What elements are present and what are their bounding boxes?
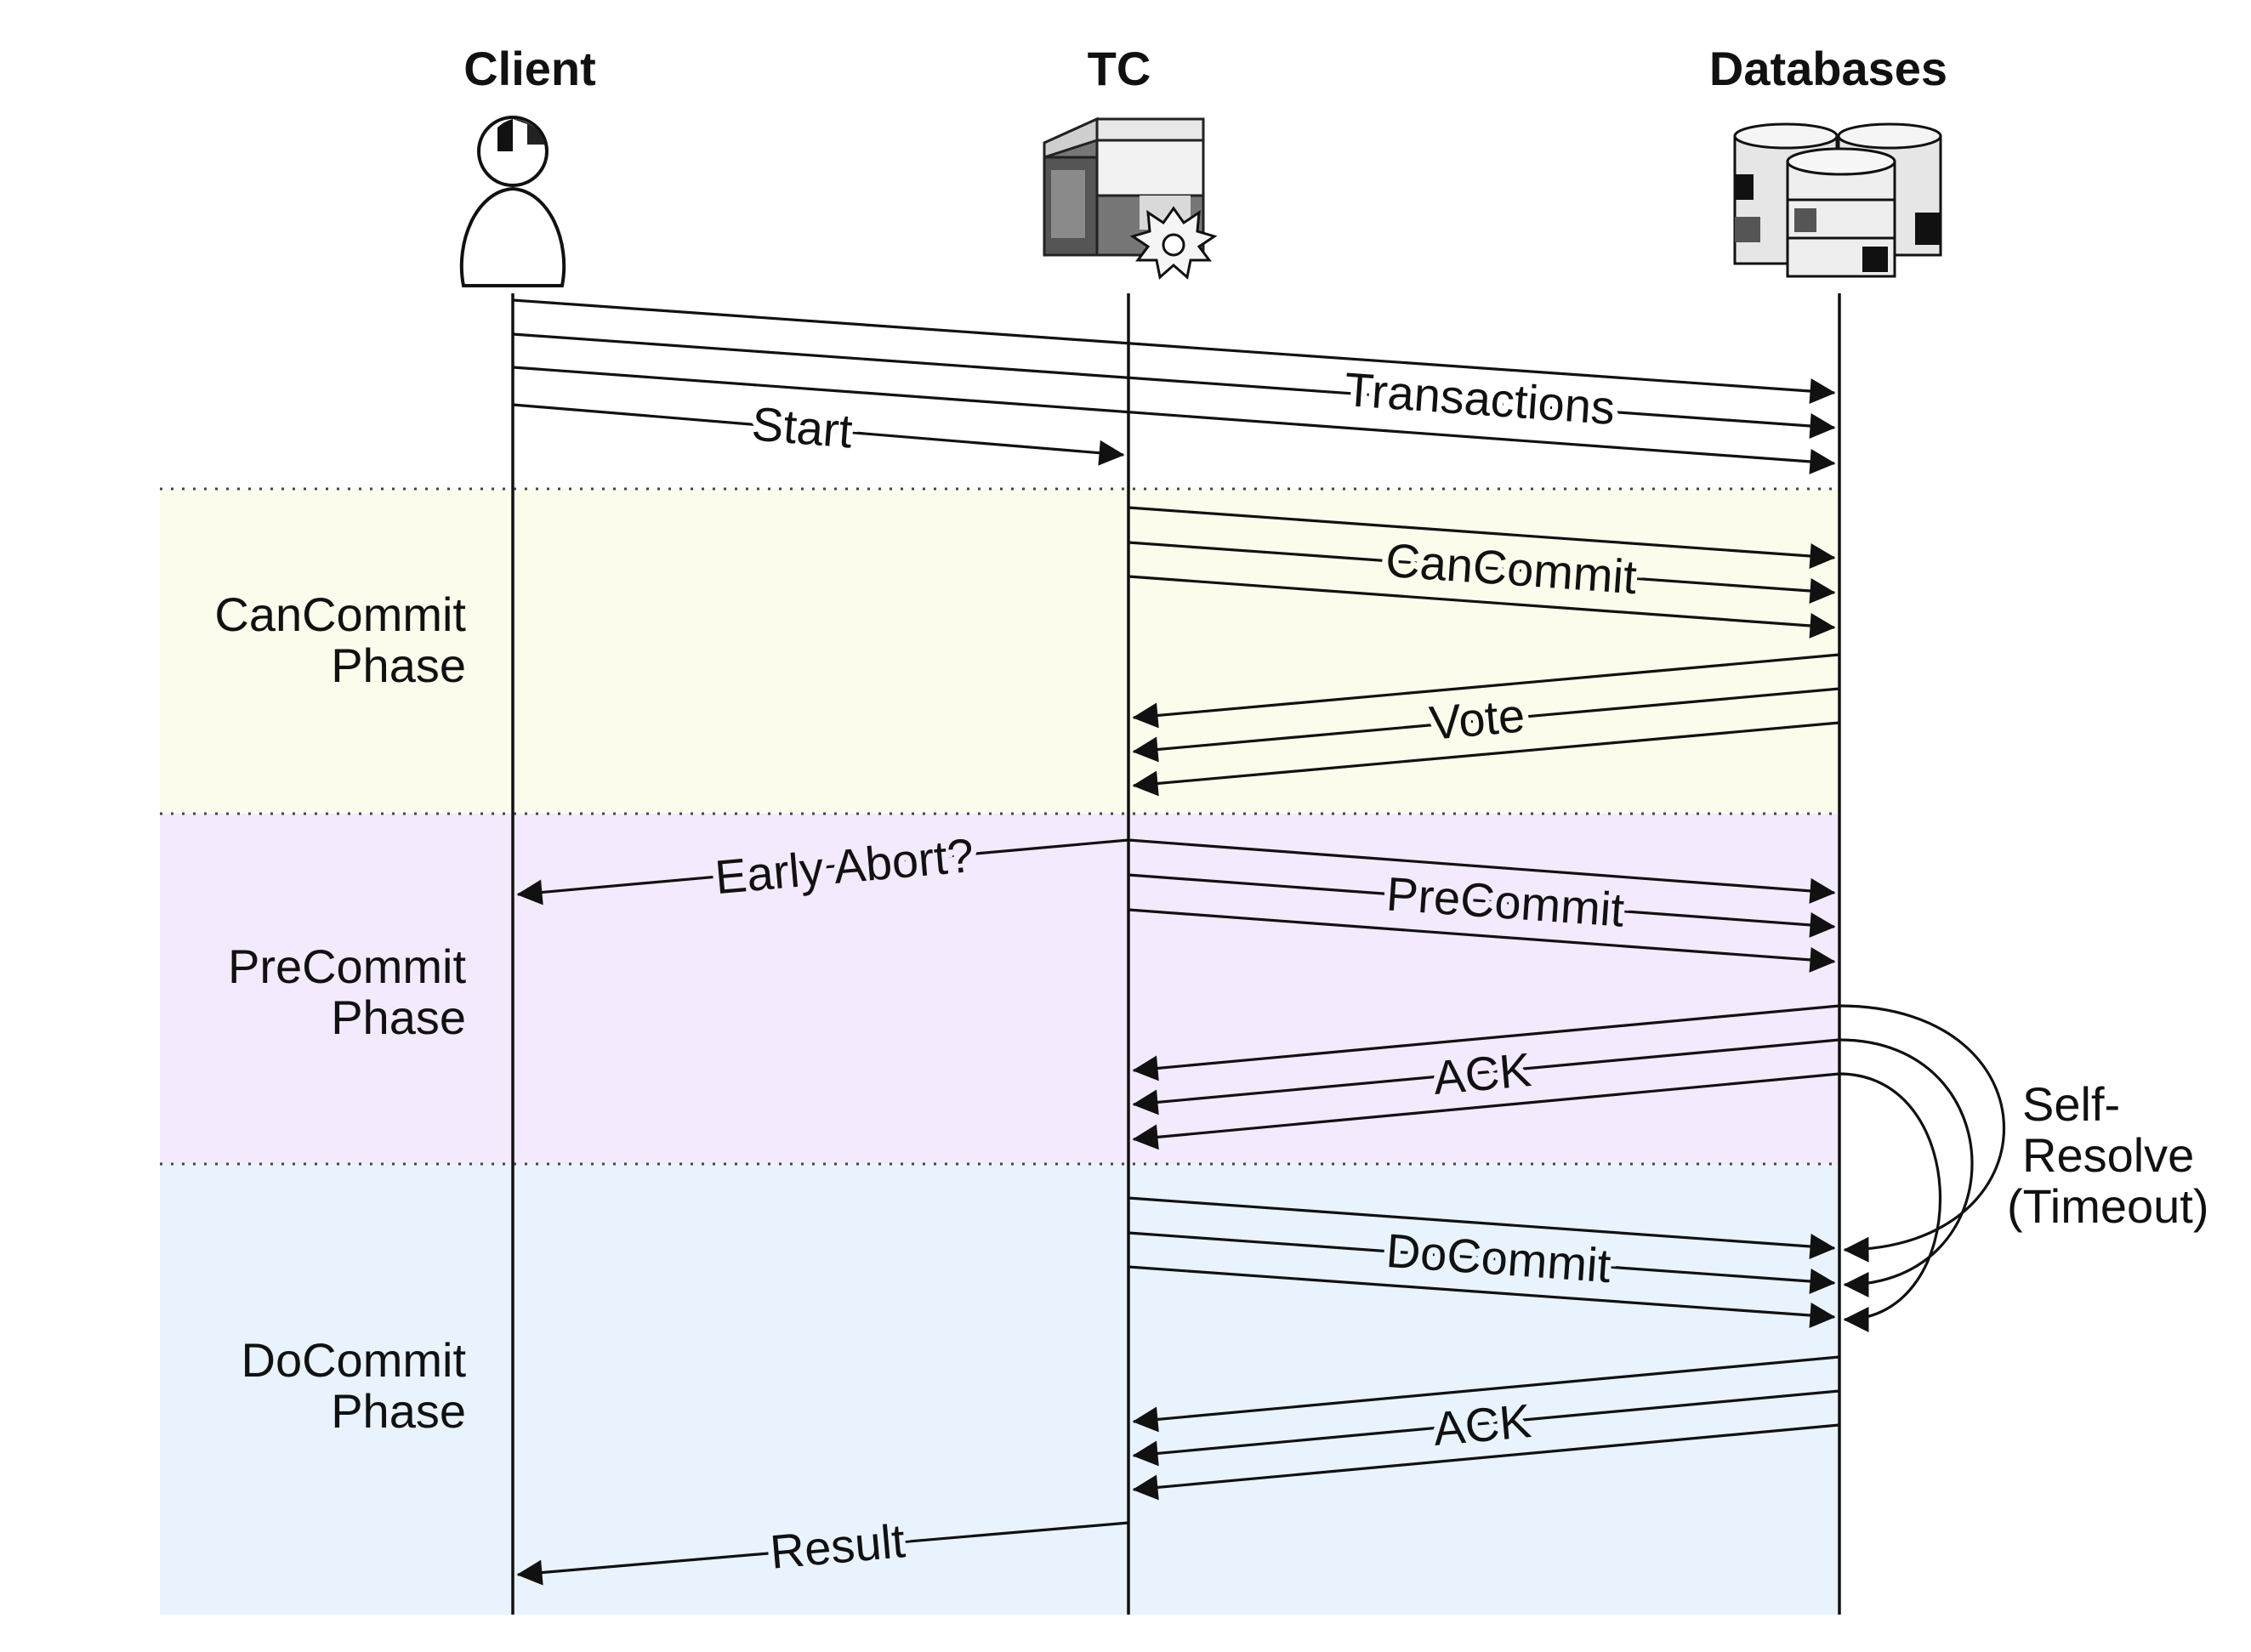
message-arrow-ack-docommit xyxy=(1132,1389,1840,1467)
person-icon xyxy=(459,116,566,287)
database-stack-icon xyxy=(1733,122,1942,278)
message-arrow-docommit xyxy=(1128,1196,1836,1259)
message-arrow-vote xyxy=(1132,687,1840,763)
phase-label-docommit: Phase xyxy=(331,1384,466,1438)
message-arrow-transactions xyxy=(512,332,1836,439)
message-arrow-start xyxy=(512,403,1125,466)
message-label-ack-precommit: ACK xyxy=(1431,1042,1533,1104)
message-arrow-precommit xyxy=(1128,873,1836,938)
message-label-start: Start xyxy=(750,396,855,457)
self-resolve-label: (Timeout) xyxy=(2007,1179,2209,1233)
self-resolve-label: Self- xyxy=(2022,1077,2120,1131)
self-resolve-loop xyxy=(1839,1038,1974,1297)
message-arrow-transactions xyxy=(512,366,1836,474)
message-label-vote: Vote xyxy=(1427,688,1526,750)
message-arrow-transactions xyxy=(512,298,1836,404)
self-resolve-loop xyxy=(1839,1004,2005,1263)
message-arrow-cancommit xyxy=(1128,575,1836,639)
message-arrow-ack-precommit xyxy=(1132,1038,1840,1116)
phase-label-precommit: Phase xyxy=(331,991,466,1044)
phase-label-cancommit: Phase xyxy=(331,639,466,692)
message-arrow-ack-precommit xyxy=(1132,1072,1840,1150)
phase-label-docommit: DoCommit xyxy=(242,1333,467,1387)
message-arrow-result xyxy=(516,1521,1129,1586)
message-arrow-docommit xyxy=(1128,1231,1836,1294)
message-label-ack-docommit: ACK xyxy=(1431,1394,1533,1456)
phase-label-cancommit: CanCommit xyxy=(214,588,466,641)
message-arrow-vote xyxy=(1132,653,1840,729)
actor-title-tc: TC xyxy=(1088,42,1151,95)
actor-title-databases: Databases xyxy=(1709,42,1947,95)
message-arrow-docommit xyxy=(1128,1265,1836,1328)
message-arrow-ack-precommit xyxy=(1132,1004,1840,1081)
message-arrow-ack-docommit xyxy=(1132,1355,1840,1433)
message-arrow-precommit xyxy=(1128,838,1836,904)
message-arrow-cancommit xyxy=(1128,506,1836,569)
message-arrow-precommit xyxy=(1128,908,1836,973)
phase-background-cancommit xyxy=(160,489,1839,814)
server-gear-icon xyxy=(1043,116,1218,280)
message-arrow-vote xyxy=(1132,721,1840,797)
message-arrow-cancommit xyxy=(1128,541,1836,604)
self-resolve-label: Resolve xyxy=(2022,1128,2194,1182)
phase-background-docommit xyxy=(160,1164,1839,1615)
message-label-transactions: Transactions xyxy=(1343,362,1617,434)
message-arrow-early-abort xyxy=(516,838,1129,905)
message-arrow-ack-docommit xyxy=(1132,1423,1840,1501)
self-resolve-loop xyxy=(1839,1072,1942,1332)
phase-label-precommit: PreCommit xyxy=(228,940,466,993)
actor-title-client: Client xyxy=(463,42,596,95)
